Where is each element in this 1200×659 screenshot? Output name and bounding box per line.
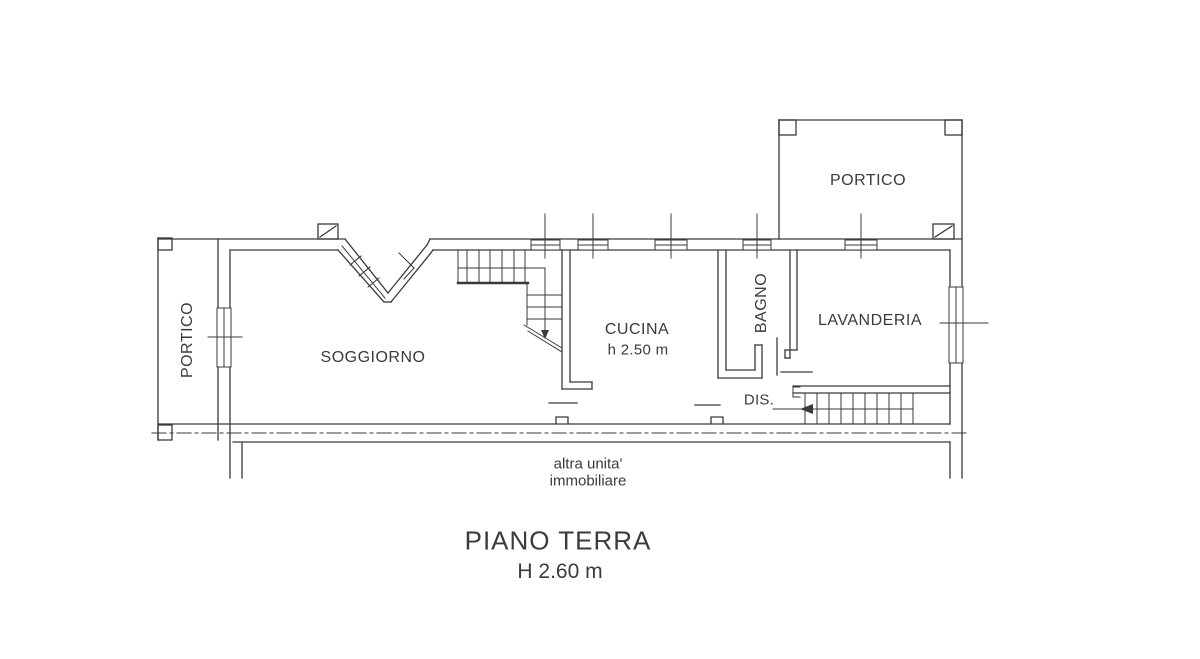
room-label-bagno: BAGNO	[753, 272, 770, 334]
plan-subtitle: H 2.60 m	[517, 560, 603, 583]
stairs-lower	[772, 386, 914, 425]
column-symbols	[317, 223, 955, 240]
room-label-portico-top: PORTICO	[829, 172, 907, 189]
window	[530, 213, 561, 259]
room-label-soggiorno: SOGGIORNO	[320, 349, 426, 366]
room-height-cucina: h 2.50 m	[607, 341, 669, 359]
portico-left-walls	[157, 237, 173, 441]
room-label-dis: DIS.	[743, 391, 775, 409]
window	[207, 307, 243, 368]
window	[577, 213, 609, 259]
top-windows	[207, 213, 989, 368]
window	[654, 213, 688, 259]
plan-title: PIANO TERRA	[464, 525, 652, 556]
interior-walls	[548, 249, 951, 406]
room-label-portico-left: PORTICO	[179, 301, 196, 379]
room-label-cucina: CUCINA	[604, 321, 670, 338]
other-unit-note-line1: altra unita'	[553, 455, 623, 473]
stairs-upper	[456, 249, 563, 353]
window	[742, 213, 772, 259]
other-unit-note-line2: immobiliare	[549, 472, 627, 490]
room-label-lavanderia: LAVANDERIA	[818, 312, 922, 329]
portico-top-walls	[778, 119, 963, 240]
lower-unit-walls	[232, 441, 951, 479]
entrance-bay	[337, 238, 434, 303]
window	[844, 213, 878, 259]
window	[939, 286, 989, 364]
